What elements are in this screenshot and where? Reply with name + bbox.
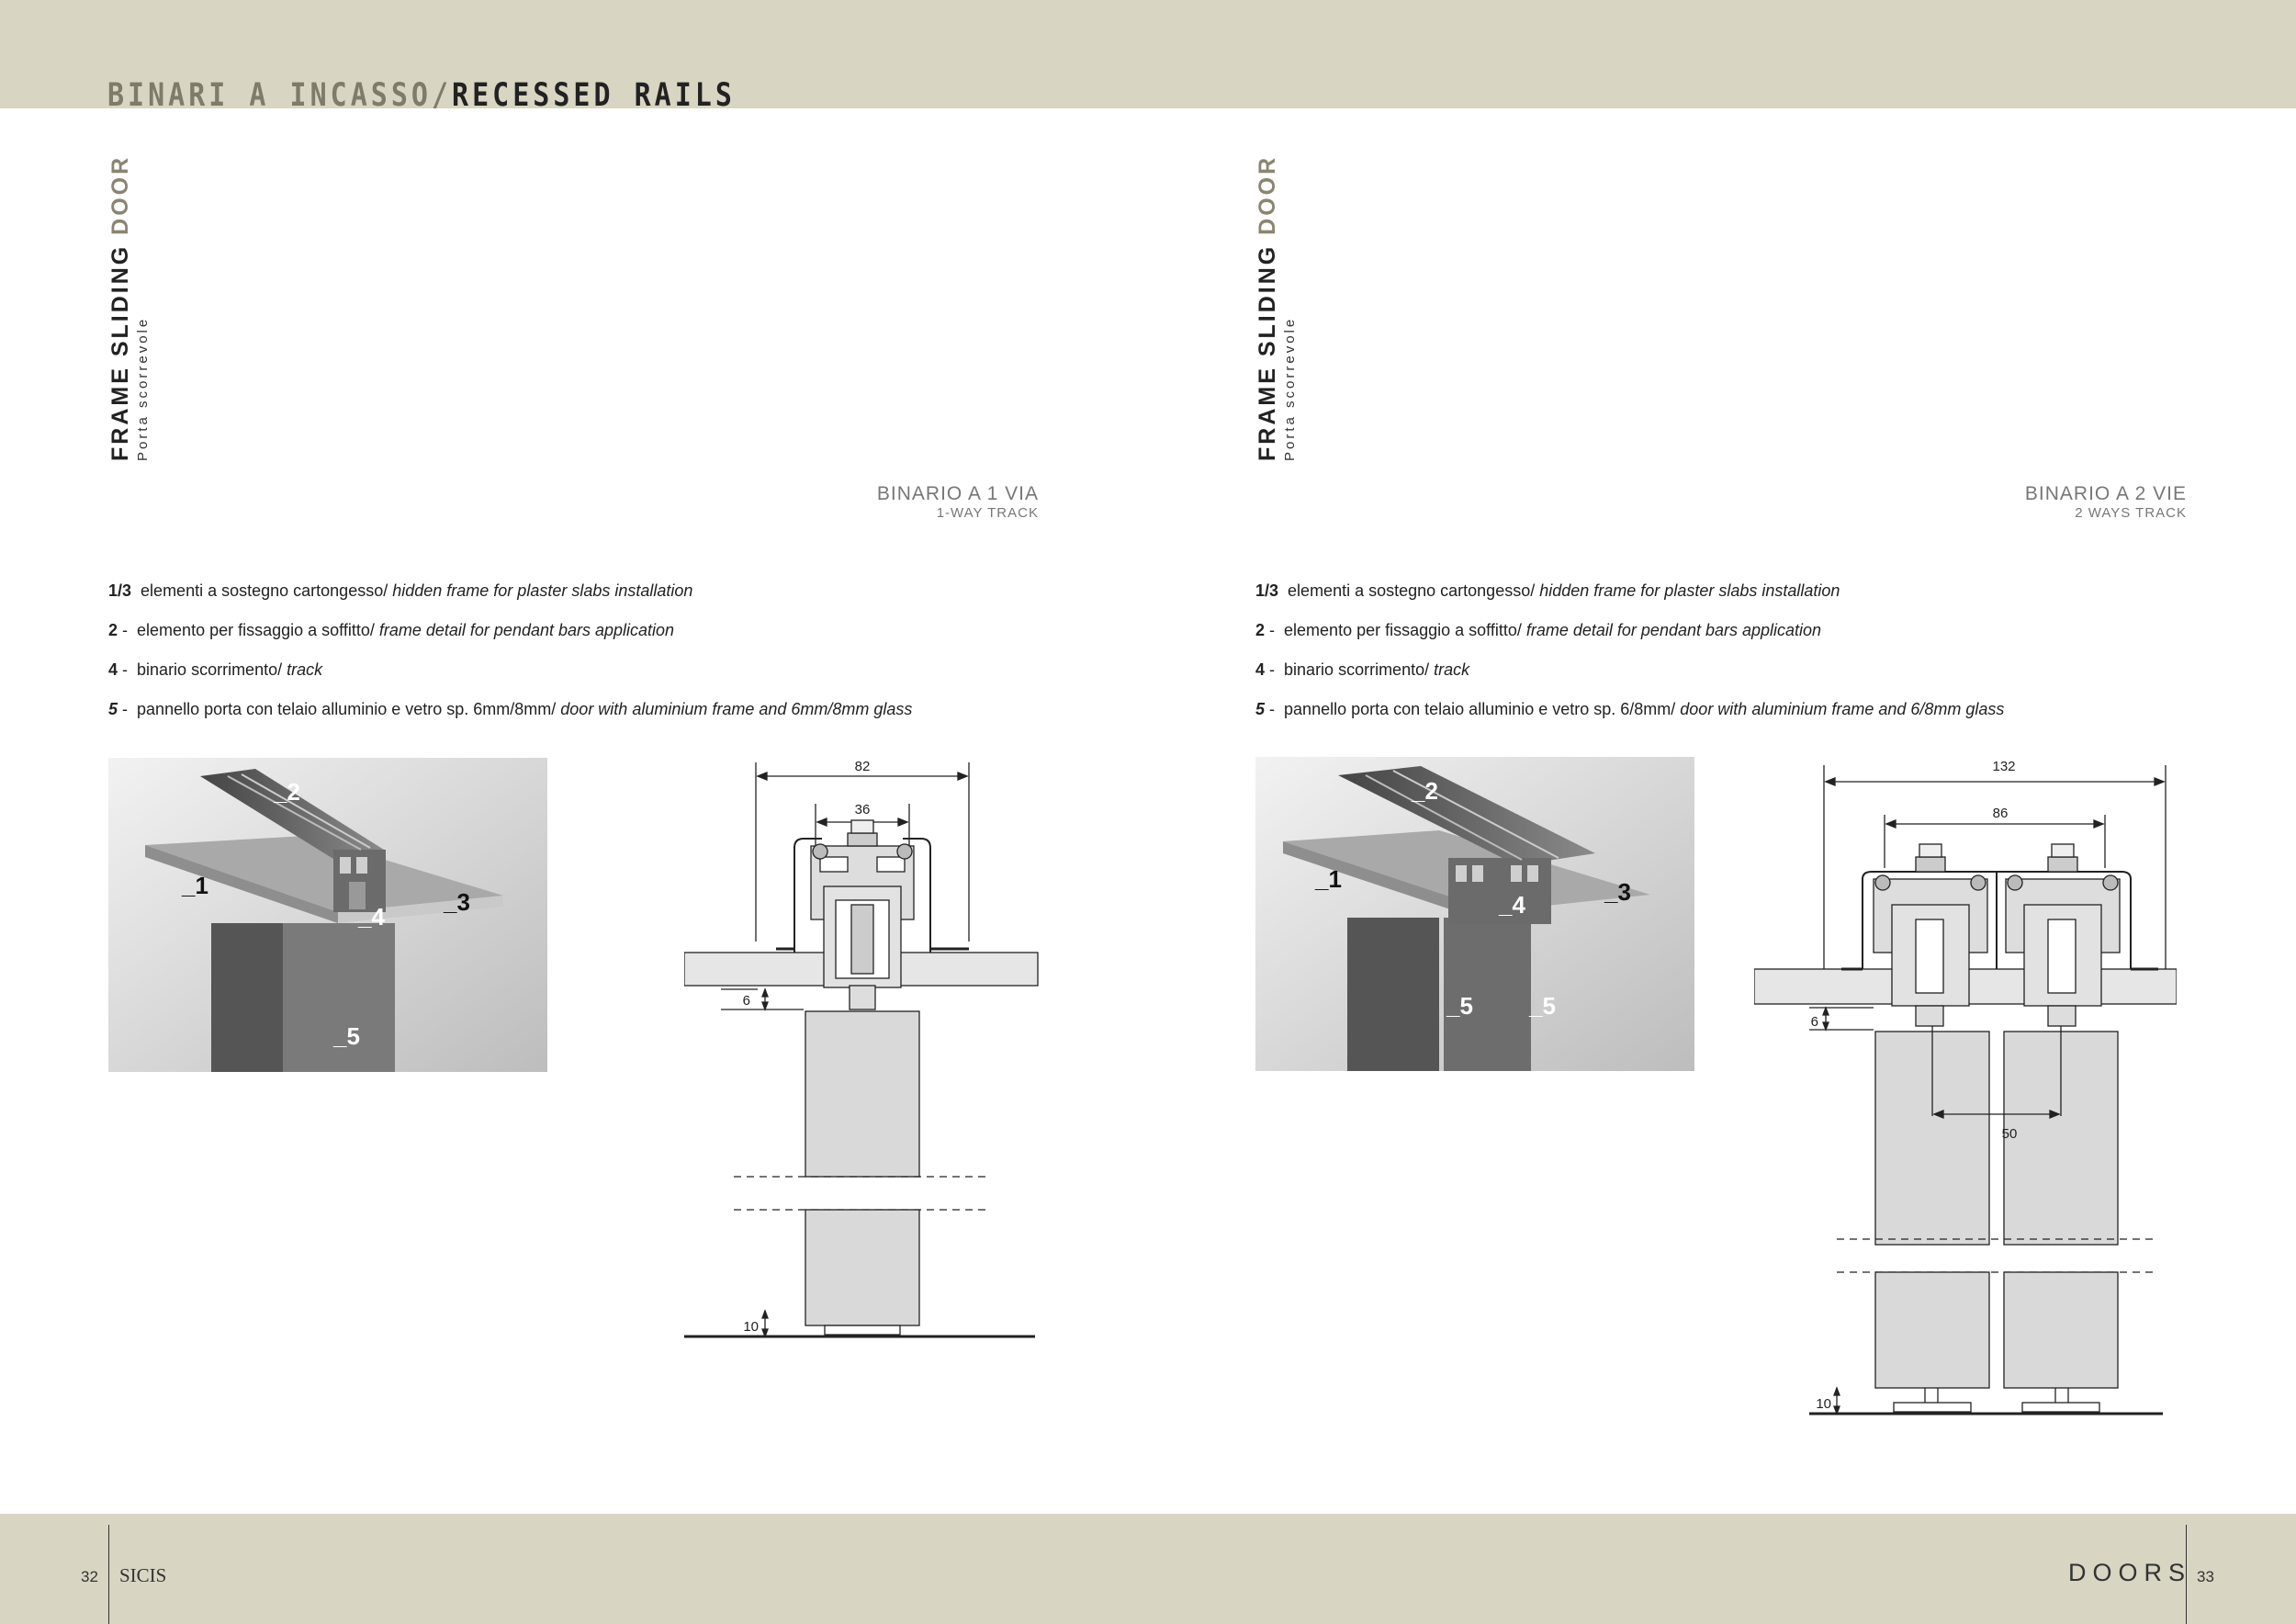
- section-name: DOORS: [2068, 1559, 2192, 1586]
- page-number-left: 32: [81, 1568, 98, 1585]
- page-title: BINARI A INCASSO/RECESSED RAILS: [107, 77, 736, 114]
- left-side-title-b: DOOR: [107, 154, 133, 235]
- photo-label-2: _2: [1411, 777, 1438, 805]
- legend-item: 1/3 elementi a sostegno cartongesso/ hid…: [1255, 581, 1840, 600]
- legend-item: 4 - binario scorrimento/ track: [1255, 660, 1470, 679]
- title-italian: BINARI A INCASSO: [107, 77, 432, 115]
- legend-item: 2 - elemento per fissaggio a soffitto/ f…: [1255, 621, 1822, 639]
- legend-item: 4 - binario scorrimento/ track: [108, 660, 323, 679]
- left-rail-photo: _1 _2 _3 _4 _5: [108, 758, 547, 1072]
- right-side-subtitle: Porta scorrevole: [1282, 316, 1298, 461]
- footer-divider-right: [2186, 1525, 2187, 1624]
- left-legend: 1/3 elementi a sostegno cartongesso/ hid…: [108, 581, 912, 739]
- photo-label-5: _5: [1446, 992, 1473, 1020]
- right-technical-drawing: 132 86 50 6 10: [1754, 759, 2177, 1415]
- dim-gap-top: 6: [1811, 1014, 1818, 1030]
- dim-axis: 50: [2002, 1126, 2018, 1142]
- photo-label-1: _1: [1314, 865, 1342, 893]
- right-track-title-it: BINARIO A 2 VIE: [2024, 483, 2187, 504]
- right-side-title: FRAME SLIDING DOOR Porta scorrevole: [1255, 155, 1298, 461]
- left-track-title-en: 1-WAY TRACK: [936, 505, 1039, 521]
- header-band: [0, 0, 2296, 108]
- dim-gap-bottom: 10: [1816, 1396, 1831, 1412]
- footer-divider-left: [108, 1525, 109, 1624]
- left-track-title: BINARIO A 1 VIA 1-WAY TRACK: [877, 483, 1039, 521]
- dim-gap-bottom: 10: [743, 1319, 759, 1335]
- photo-label-5b: _5: [1528, 992, 1556, 1020]
- left-technical-drawing: 82 36 6 10: [684, 759, 1039, 1338]
- legend-item: 5 - pannello porta con telaio alluminio …: [108, 700, 913, 718]
- title-english: RECESSED RAILS: [452, 77, 736, 115]
- right-track-title-en: 2 WAYS TRACK: [2075, 505, 2187, 521]
- right-rail-photo: _1 _2 _3 _4 _5 _5: [1255, 757, 1694, 1071]
- left-side-title: FRAME SLIDING DOOR Porta scorrevole: [107, 155, 151, 461]
- legend-item: 2 - elemento per fissaggio a soffitto/ f…: [108, 621, 675, 639]
- photo-label-4: _4: [1498, 891, 1525, 919]
- dim-gap-top: 6: [743, 993, 750, 1009]
- footer-band: [0, 1514, 2296, 1624]
- right-side-title-a: FRAME SLIDING: [1255, 234, 1280, 461]
- legend-item: 1/3 elementi a sostegno cartongesso/ hid…: [108, 581, 693, 600]
- dim-overall: 132: [1992, 759, 2015, 774]
- right-side-title-b: DOOR: [1255, 154, 1280, 235]
- photo-label-1: _1: [181, 872, 208, 899]
- photo-label-3: _3: [443, 888, 470, 916]
- left-side-title-a: FRAME SLIDING: [107, 234, 133, 461]
- title-separator: /: [431, 77, 453, 115]
- photo-label-5: _5: [332, 1022, 360, 1050]
- dim-overall: 82: [855, 759, 871, 774]
- photo-label-4: _4: [357, 903, 385, 930]
- right-legend: 1/3 elementi a sostegno cartongesso/ hid…: [1255, 581, 2004, 739]
- brand-logo: SICIS: [119, 1564, 167, 1586]
- page-number-right: 33: [2197, 1568, 2214, 1585]
- dim-inner: 86: [1993, 806, 2009, 821]
- right-track-title: BINARIO A 2 VIE 2 WAYS TRACK: [2025, 483, 2187, 521]
- photo-label-3: _3: [1604, 878, 1631, 906]
- photo-label-2: _2: [273, 778, 300, 806]
- left-track-title-it: BINARIO A 1 VIA: [876, 483, 1039, 504]
- dim-inner: 36: [855, 802, 871, 818]
- left-side-subtitle: Porta scorrevole: [135, 316, 151, 461]
- legend-item: 5 - pannello porta con telaio alluminio …: [1255, 700, 2005, 718]
